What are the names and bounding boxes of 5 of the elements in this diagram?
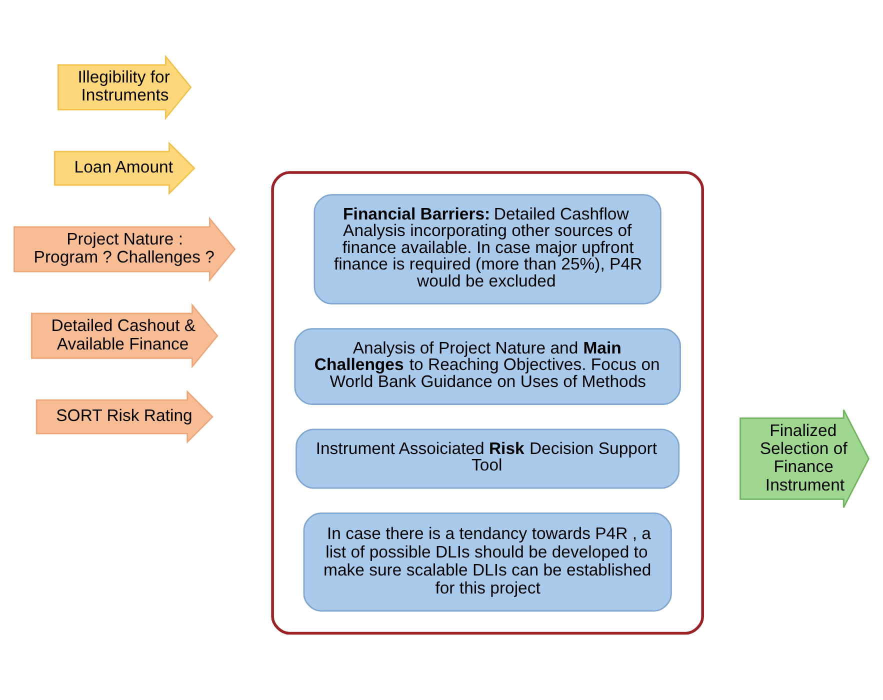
- node-box: In case there is a tendancy towards P4R , a list of possible DLIs should be developed to make sure scalable DLIs can be established for this project: [303, 512, 672, 612]
- node-box: Analysis of Project Nature and Main Challenges to Reaching Objectives. Focus on World Bank Guidance on Uses of Methods: [294, 328, 681, 404]
- node-box: Instrument Assoiciated Risk Decision Support Tool: [296, 428, 680, 488]
- cluster: [271, 170, 704, 634]
- node-box: Financial Barriers: Detailed Cashflow Analysis incorporating other sources of finance available. In case major upfront finance is required (more than 25%), P4R would be excluded: [314, 194, 662, 304]
